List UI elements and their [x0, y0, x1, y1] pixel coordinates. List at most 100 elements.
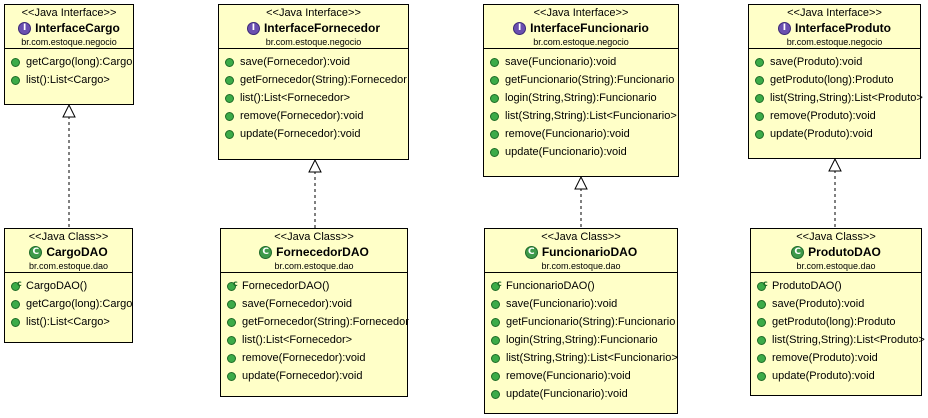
class-icon: C	[524, 245, 538, 259]
method-item[interactable]: save(Fornecedor):void	[221, 295, 407, 313]
interface-name: InterfaceCargo	[35, 21, 120, 35]
method-item[interactable]: getFornecedor(String):Fornecedor	[221, 313, 409, 331]
method-list: save(Fornecedor):void getFornecedor(Stri…	[219, 49, 408, 143]
method-item[interactable]: getCargo(long):Cargo	[5, 295, 132, 313]
method-item[interactable]: getFuncionario(String):Funcionario	[485, 313, 677, 331]
method-item[interactable]: getCargo(long):Cargo	[5, 53, 133, 71]
method-item[interactable]: getFornecedor(String):Fornecedor	[219, 71, 408, 89]
public-method-icon	[490, 111, 499, 121]
method-item[interactable]: list(String,String):List<Produto>	[749, 89, 923, 107]
stereotype-label: <<Java Class>>	[796, 231, 876, 243]
class-name: FornecedorDAO	[276, 245, 369, 259]
method-item[interactable]: list():List<Cargo>	[5, 313, 132, 331]
public-method-icon	[757, 371, 766, 381]
public-method-icon	[755, 57, 764, 67]
interface-name: InterfaceFuncionario	[530, 21, 649, 35]
method-item[interactable]: save(Produto):void	[749, 53, 920, 71]
method-item[interactable]: save(Produto):void	[751, 295, 921, 313]
public-method-icon	[491, 389, 500, 399]
public-method-icon	[757, 335, 766, 345]
class-icon: C	[29, 245, 43, 259]
public-method-icon	[227, 371, 236, 381]
method-item[interactable]: update(Fornecedor):void	[221, 367, 407, 385]
method-item[interactable]: list(String,String):List<Funcionario>	[485, 349, 678, 367]
method-item[interactable]: remove(Funcionario):void	[484, 125, 678, 143]
stereotype-label: <<Java Class>>	[541, 231, 621, 243]
method-item[interactable]: list(String,String):List<Produto>	[751, 331, 925, 349]
method-item[interactable]: login(String,String):Funcionario	[485, 331, 677, 349]
constructor-item[interactable]: FuncionarioDAO()	[485, 275, 677, 295]
public-method-icon	[491, 353, 500, 363]
public-method-icon	[227, 353, 236, 363]
public-method-icon	[757, 317, 766, 327]
public-method-icon	[755, 75, 764, 85]
package-label: br.com.estoque.negocio	[21, 37, 117, 47]
package-label: br.com.estoque.negocio	[533, 37, 629, 47]
method-item[interactable]: save(Fornecedor):void	[219, 53, 408, 71]
interface-icon: I	[18, 21, 32, 35]
constructor-item[interactable]: ProdutoDAO()	[751, 275, 921, 295]
method-item[interactable]: update(Produto):void	[751, 367, 921, 385]
method-list: ProdutoDAO() save(Produto):void getProdu…	[751, 273, 925, 385]
method-item[interactable]: getProduto(long):Produto	[751, 313, 921, 331]
interface-icon: I	[513, 21, 527, 35]
public-method-icon	[11, 57, 20, 67]
method-item[interactable]: update(Produto):void	[749, 125, 920, 143]
method-item[interactable]: list():List<Cargo>	[5, 71, 133, 89]
package-label: br.com.estoque.dao	[796, 261, 876, 271]
stereotype-label: <<Java Class>>	[28, 231, 109, 243]
method-item[interactable]: update(Funcionario):void	[485, 385, 677, 403]
method-list: CargoDAO() getCargo(long):Cargo list():L…	[5, 273, 132, 331]
public-method-icon	[491, 317, 500, 327]
interface-name: InterfaceProduto	[794, 21, 891, 35]
method-item[interactable]: save(Funcionario):void	[484, 53, 678, 71]
method-item[interactable]: list(String,String):List<Funcionario>	[484, 107, 678, 125]
method-item[interactable]: update(Funcionario):void	[484, 143, 678, 161]
public-method-icon	[11, 75, 20, 85]
method-item[interactable]: remove(Funcionario):void	[485, 367, 677, 385]
constructor-icon	[491, 275, 502, 293]
constructor-item[interactable]: FornecedorDAO()	[221, 275, 407, 295]
constructor-item[interactable]: CargoDAO()	[5, 275, 132, 295]
public-method-icon	[755, 111, 764, 121]
public-method-icon	[757, 353, 766, 363]
public-method-icon	[490, 147, 499, 157]
method-item[interactable]: update(Fornecedor):void	[219, 125, 408, 143]
stereotype-label: <<Java Interface>>	[21, 7, 117, 19]
method-item[interactable]: login(String,String):Funcionario	[484, 89, 678, 107]
method-item[interactable]: remove(Produto):void	[749, 107, 920, 125]
interface-name: InterfaceFornecedor	[263, 21, 381, 35]
method-item[interactable]: getProduto(long):Produto	[749, 71, 920, 89]
interface-icon: I	[246, 21, 260, 35]
method-item[interactable]: remove(Fornecedor):void	[221, 349, 407, 367]
constructor-icon	[227, 275, 238, 293]
method-item[interactable]: getFuncionario(String):Funcionario	[484, 71, 678, 89]
stereotype-label: <<Java Interface>>	[533, 7, 629, 19]
public-method-icon	[225, 111, 234, 121]
method-item[interactable]: remove(Fornecedor):void	[219, 107, 408, 125]
package-label: br.com.estoque.dao	[541, 261, 621, 271]
method-item[interactable]: save(Funcionario):void	[485, 295, 677, 313]
package-label: br.com.estoque.dao	[274, 261, 354, 271]
constructor-icon	[757, 275, 768, 293]
public-method-icon	[225, 57, 234, 67]
method-item[interactable]: remove(Produto):void	[751, 349, 921, 367]
method-list: FuncionarioDAO() save(Funcionario):void …	[485, 273, 678, 403]
public-method-icon	[491, 299, 500, 309]
method-item[interactable]: list():List<Fornecedor>	[219, 89, 408, 107]
method-item[interactable]: list():List<Fornecedor>	[221, 331, 407, 349]
